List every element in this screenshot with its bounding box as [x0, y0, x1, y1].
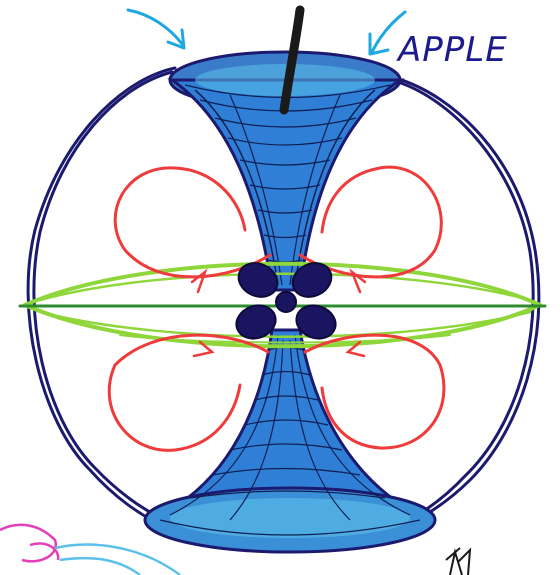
down-right-arrow-icon [128, 10, 184, 48]
lower-funnel [145, 330, 435, 552]
down-left-arrow-icon [370, 12, 405, 54]
corner-ink-blot [446, 548, 470, 575]
